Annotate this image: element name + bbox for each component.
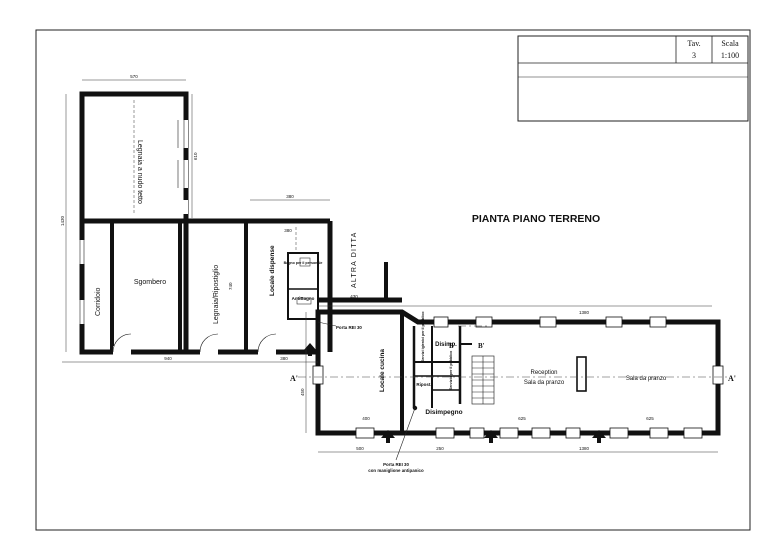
room-corridoio: Corridoio [95, 287, 102, 316]
room-disimpegno: Disimpegno [425, 409, 462, 416]
dim-1380-bottom: 1380 [579, 446, 590, 451]
section-mark-b-right: B' [478, 342, 485, 350]
dim-400: 400 [362, 416, 370, 421]
dim-450: 450 [300, 388, 305, 396]
entrance-arrows [303, 343, 606, 443]
dimension-lines [62, 79, 718, 453]
plan-title: PIANTA PIANO TERRENO [472, 213, 600, 225]
left-wing-walls [78, 91, 333, 356]
dim-625-b: 625 [646, 416, 654, 421]
dim-570: 570 [130, 74, 138, 79]
section-mark-b-left: B' [449, 342, 456, 350]
dim-500: 500 [356, 446, 364, 451]
room-locale-cucina: Locale cucina [379, 349, 386, 392]
room-legnaia-tetto: Legnaia a nudo tetto [136, 140, 143, 204]
dim-625-a: 625 [518, 416, 526, 421]
section-mark-a-right: A' [728, 374, 736, 383]
room-sgombero: Sgombero [134, 279, 166, 286]
note-porta-rei-bottom-1: Porta REI 30 [383, 462, 409, 467]
section-mark-a-left: A' [290, 374, 298, 383]
staircase [471, 355, 495, 405]
label-altra-ditta: ALTRA DITTA [351, 231, 358, 288]
room-reception-line1: Reception [530, 370, 557, 376]
dim-380-a: 380 [286, 194, 294, 199]
dim-610: 610 [193, 152, 198, 160]
south-windows [355, 427, 703, 439]
dim-250: 250 [436, 446, 444, 451]
room-locale-dispense: Locale dispense [269, 245, 276, 296]
scala-label: Scala [721, 39, 739, 48]
note-porta-rei-bottom-2: con maniglione antipanico [368, 468, 424, 473]
dim-940: 940 [164, 356, 172, 361]
room-disimp-top: Disimp. [435, 342, 457, 348]
room-sala-pranzo: Sala da pranzo [626, 376, 667, 382]
dim-380-c: 380 [280, 356, 288, 361]
dim-1380-top: 1380 [579, 310, 590, 315]
room-legnaia-ripostiglio: Legnaia/Ripostiglio [213, 265, 220, 324]
title-block: Tav. 3 Scala 1:100 [517, 35, 749, 122]
room-servizi-disabili: Servizi igienici per il pubblico [421, 311, 425, 362]
dim-430: 430 [350, 294, 358, 299]
tav-label: Tav. [687, 39, 700, 48]
room-ripost: Ripost. [416, 382, 431, 387]
dim-380-b: 380 [284, 228, 292, 233]
main-building-walls [312, 262, 724, 439]
dim-1430: 1430 [60, 215, 65, 226]
room-servizio-pubblico: Servizio per il pubblico [449, 350, 453, 390]
room-antibagno: AntiBagno [292, 296, 315, 301]
dim-740: 740 [228, 282, 233, 290]
scala-value: 1:100 [721, 51, 739, 60]
north-windows [433, 316, 667, 328]
room-reception-line2: Sala da pranzo [524, 380, 565, 386]
note-porta-rei-top: Porta REI 30 [336, 325, 362, 330]
tav-value: 3 [692, 51, 696, 60]
room-bagno-personale: Bagno per il personale [284, 261, 323, 265]
